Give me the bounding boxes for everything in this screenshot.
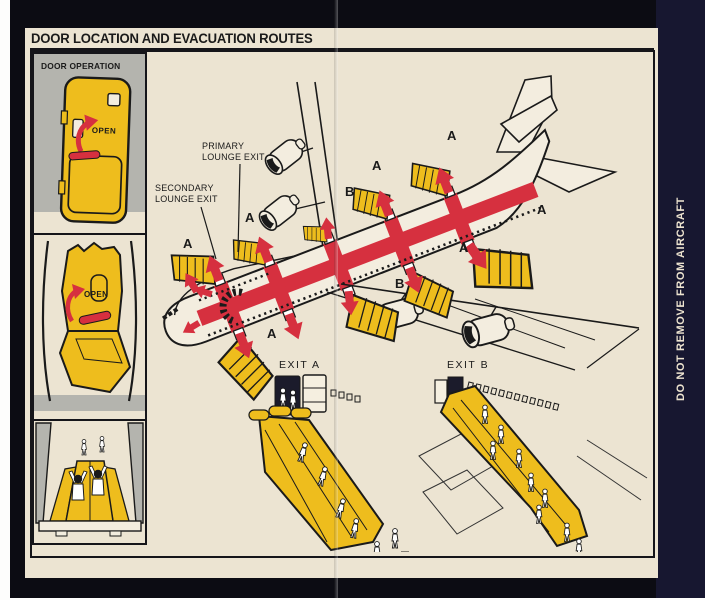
exit-letter: A bbox=[537, 202, 547, 217]
hatch-upper bbox=[60, 241, 124, 332]
door-operation-panel-overwing-hatch: OPEN bbox=[32, 233, 147, 421]
lounge-exit-callouts: PRIMARY LOUNGE EXIT SECONDARY LOUNGE EXI… bbox=[155, 141, 265, 260]
exit-a-label: EXIT A bbox=[279, 359, 321, 371]
main-door-illustration: DOOR OPERATION OPEN bbox=[34, 54, 145, 233]
door-operation-panel-slide-jump bbox=[32, 419, 147, 545]
open-arrow-head bbox=[84, 114, 99, 131]
evacuation-diagram: A A B A A A B A A PRIMARY LOUNGE EXIT bbox=[145, 52, 653, 562]
opened-hatch bbox=[434, 379, 448, 404]
door-lower-panel bbox=[67, 154, 123, 215]
safety-card: DOOR LOCATION AND EVACUATION ROUTES DOOR… bbox=[25, 28, 658, 578]
jumping-person bbox=[68, 470, 88, 501]
door-frame-right bbox=[127, 422, 144, 524]
exit-letter: A bbox=[183, 236, 193, 251]
open-label-2: OPEN bbox=[84, 290, 108, 299]
open-label-1: OPEN bbox=[92, 126, 117, 136]
door-sill bbox=[38, 520, 142, 532]
content-box: DOOR OPERATION OPEN bbox=[30, 50, 655, 562]
door-operation-title: DOOR OPERATION bbox=[41, 61, 120, 71]
starboard-wing bbox=[326, 283, 640, 371]
exit-letter: A bbox=[245, 210, 255, 225]
svg-text:LOUNGE EXIT: LOUNGE EXIT bbox=[202, 152, 265, 162]
cockpit-windows bbox=[161, 306, 180, 321]
door-operation-panel-main-door: DOOR OPERATION OPEN bbox=[32, 52, 147, 235]
engine-port-outer bbox=[255, 188, 305, 235]
hatch-lower-tilted bbox=[58, 330, 132, 394]
open-arrow-head bbox=[72, 284, 85, 299]
exit-letter: A bbox=[372, 158, 382, 173]
title-rule bbox=[30, 48, 654, 50]
overwing-slide bbox=[439, 384, 589, 548]
jumping-person bbox=[88, 465, 108, 496]
scene-exit-b: EXIT B bbox=[418, 359, 648, 558]
cross-aisle bbox=[323, 239, 355, 291]
cross-aisle bbox=[263, 262, 295, 314]
scene-exit-a: EXIT A bbox=[248, 359, 409, 562]
hatch-handle bbox=[78, 310, 112, 325]
svg-text:LOUNGE EXIT: LOUNGE EXIT bbox=[155, 194, 218, 204]
exit-letter: A bbox=[267, 326, 277, 341]
escaping-person bbox=[81, 439, 87, 456]
door-hinge bbox=[57, 180, 66, 195]
exit-letter: A bbox=[459, 240, 469, 255]
sill-foot bbox=[55, 530, 68, 537]
door-handle bbox=[68, 150, 101, 161]
exit-b-label: EXIT B bbox=[447, 359, 489, 371]
frame-arc-left bbox=[41, 240, 52, 402]
primary-lounge-exit-label: PRIMARY bbox=[202, 141, 244, 151]
aircraft-diagram: A A B A A A B A A PRIMARY LOUNGE EXIT bbox=[155, 75, 648, 562]
cabin-door: OPEN bbox=[57, 76, 132, 224]
slide-lane-lines bbox=[452, 399, 566, 533]
secondary-lounge-exit-label: SECONDARY bbox=[155, 183, 214, 193]
stabilizer-port bbox=[499, 94, 558, 144]
exit-letter: B bbox=[395, 276, 404, 291]
do-not-remove-label: DO NOT REMOVE FROM AIRCRAFT bbox=[674, 196, 687, 402]
exit-letter: B bbox=[345, 184, 354, 199]
door-window bbox=[107, 92, 121, 107]
hatch-panel-line bbox=[75, 338, 123, 364]
cross-aisle bbox=[383, 215, 415, 268]
cross-aisle bbox=[443, 192, 475, 245]
stabilizer-starboard bbox=[531, 157, 618, 193]
escaping-person bbox=[99, 436, 105, 453]
overwing-hatch-illustration: OPEN bbox=[34, 240, 145, 411]
hatch-window bbox=[90, 274, 108, 302]
exit-letter: A bbox=[447, 128, 457, 143]
cross-aisle bbox=[213, 281, 245, 333]
engine-starboard-outer bbox=[458, 309, 519, 351]
door-frame-left bbox=[35, 422, 52, 524]
fuselage-windows bbox=[330, 389, 361, 403]
sill-foot bbox=[109, 530, 122, 537]
opened-door bbox=[302, 374, 327, 413]
wing-surface bbox=[34, 395, 145, 411]
engine-port-inner bbox=[261, 132, 311, 179]
fuselage-windows bbox=[466, 381, 560, 411]
door-hinge bbox=[60, 110, 69, 125]
slide-jump-illustration bbox=[35, 422, 144, 537]
exit-letters: A A B A A A B A A bbox=[183, 128, 547, 341]
do-not-remove-strip: DO NOT REMOVE FROM AIRCRAFT bbox=[656, 0, 705, 598]
slide-top-tubes bbox=[248, 405, 312, 421]
door-operation-sidebar: DOOR OPERATION OPEN bbox=[32, 52, 147, 545]
frame-arc-right bbox=[127, 240, 138, 402]
page-title: DOOR LOCATION AND EVACUATION ROUTES bbox=[31, 31, 313, 46]
